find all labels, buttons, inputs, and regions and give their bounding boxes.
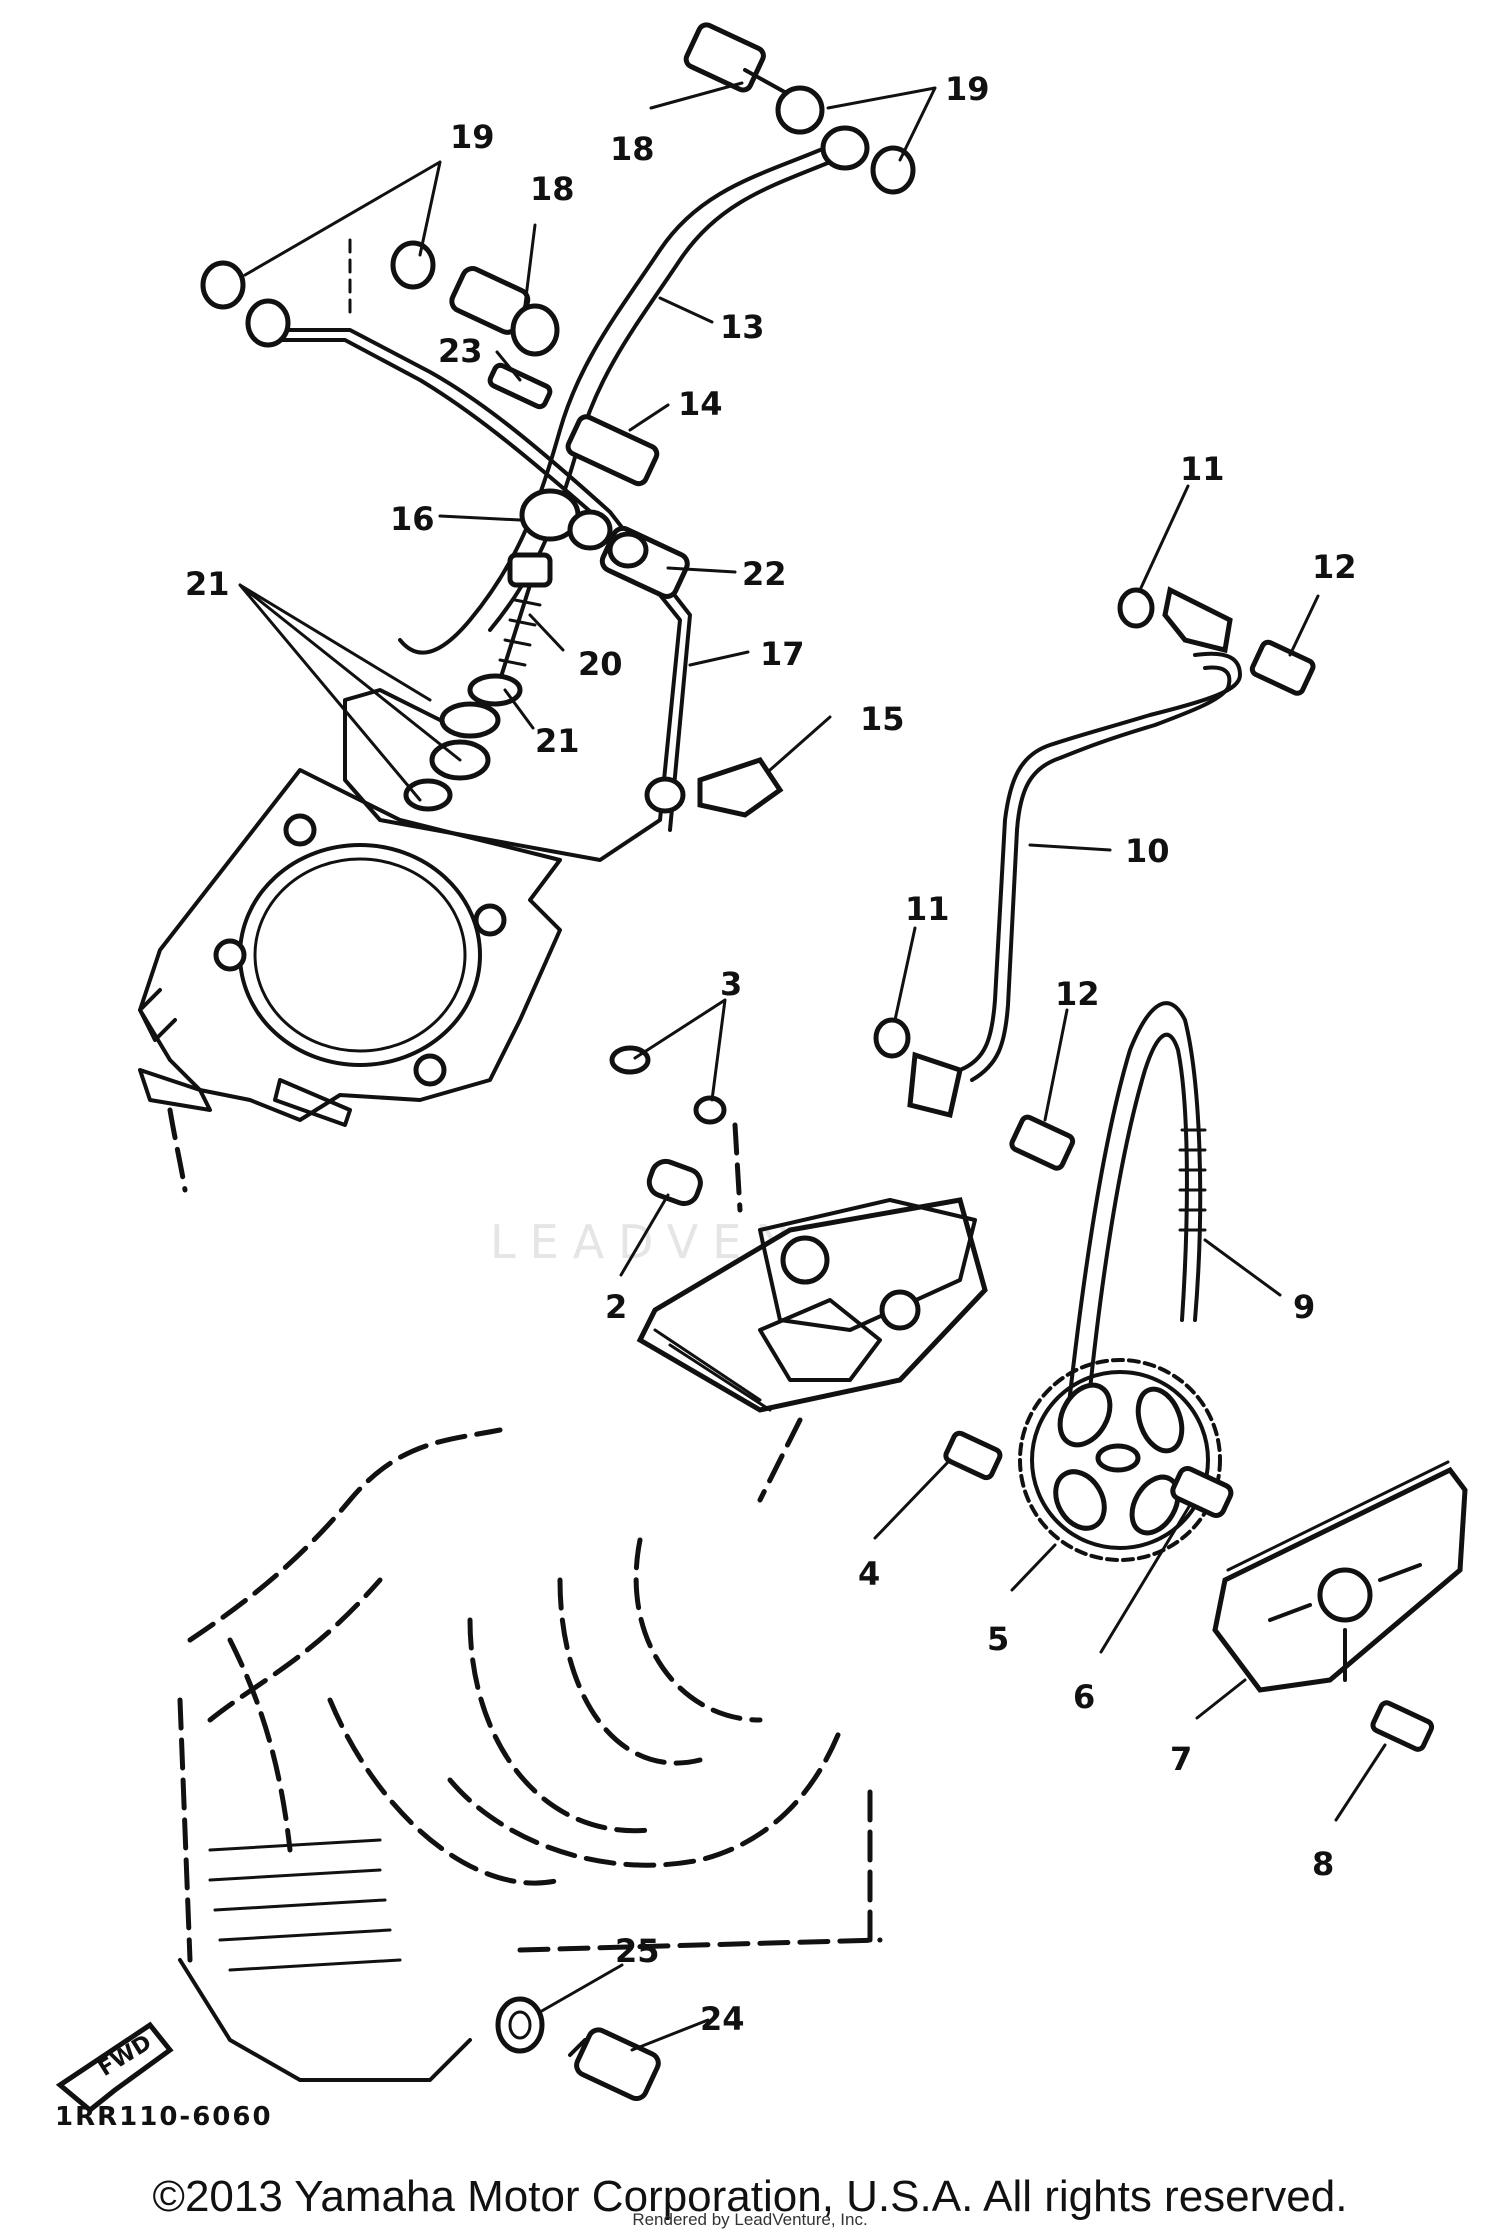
bolt-12-top (1249, 639, 1316, 696)
bolt-12-bottom (1009, 1114, 1076, 1171)
drive-chain-9 (1063, 1001, 1207, 1442)
copyright-notice: ©2013 Yamaha Motor Corporation, U.S.A. A… (152, 2172, 1348, 2221)
sprocket-5 (1018, 1358, 1222, 1562)
callout-23: 23 (438, 332, 483, 370)
washer-21 (403, 673, 523, 812)
crankcase (177, 1427, 883, 2082)
gasket-19-left (200, 238, 436, 322)
callout-10: 10 (1125, 832, 1170, 870)
rendered-by-notice: Rendered by LeadVenture, Inc. (632, 2210, 868, 2229)
callout-12b: 12 (1055, 975, 1100, 1013)
callout-24: 24 (700, 2000, 745, 2038)
cylinder-head (138, 768, 562, 1193)
callout-14: 14 (678, 385, 723, 423)
callout-18b: 18 (530, 170, 575, 208)
leader-lines (238, 81, 1387, 2052)
clip-23 (487, 362, 553, 410)
oil-pump-assembly (636, 1122, 988, 1503)
callouts: 19 18 19 18 13 23 14 16 22 21 20 17 21 1… (185, 70, 1357, 2038)
o-ring-11-top (1117, 587, 1155, 629)
dowel-pin-2 (646, 1158, 703, 1207)
callout-19b: 19 (945, 70, 990, 108)
drain-bolt-24 (568, 2027, 661, 2102)
callout-16: 16 (390, 500, 435, 538)
callout-13: 13 (720, 308, 765, 346)
callout-12a: 12 (1312, 548, 1357, 586)
union-bolt-22 (599, 525, 690, 599)
callout-11a: 11 (1180, 450, 1225, 488)
callout-17: 17 (760, 635, 805, 673)
banjo-fitting-15 (644, 757, 784, 818)
union-bolt-14 (565, 414, 660, 487)
fwd-arrow-icon: FWD (55, 2021, 174, 2114)
bolt-8 (1370, 1700, 1435, 1752)
callout-25: 25 (615, 1932, 660, 1970)
bolt-4 (943, 1430, 1003, 1481)
callout-8: 8 (1312, 1845, 1334, 1883)
union-bolt-18-top (683, 22, 792, 97)
callout-21b: 21 (535, 722, 580, 760)
callout-2: 2 (605, 1288, 627, 1326)
gasket-19-top (775, 85, 916, 195)
diagram-code: 1RR110-6060 (55, 2102, 273, 2132)
callout-19a: 19 (450, 118, 495, 156)
oil-pipe-10 (907, 586, 1242, 1119)
callout-6: 6 (1073, 1678, 1095, 1716)
callout-18a: 18 (610, 130, 655, 168)
callout-11b: 11 (905, 890, 950, 928)
callout-20: 20 (578, 645, 623, 683)
cover-7 (1212, 1460, 1468, 1693)
o-ring-11-bottom (873, 1017, 911, 1059)
union-bolt-20 (498, 552, 553, 682)
callout-5: 5 (987, 1620, 1009, 1658)
callout-15: 15 (860, 700, 905, 738)
callout-21a: 21 (185, 565, 230, 603)
bolt-6 (1170, 1465, 1234, 1518)
callout-4: 4 (858, 1555, 880, 1593)
callout-9: 9 (1293, 1288, 1315, 1326)
gasket-16 (519, 488, 613, 551)
washer-25 (495, 1996, 545, 2054)
callout-3: 3 (720, 965, 742, 1003)
callout-22: 22 (742, 555, 787, 593)
callout-7: 7 (1170, 1740, 1192, 1778)
union-bolt-18 (449, 266, 560, 357)
oil-delivery-pipe-17 (245, 298, 692, 862)
o-ring-3 (609, 1045, 727, 1125)
